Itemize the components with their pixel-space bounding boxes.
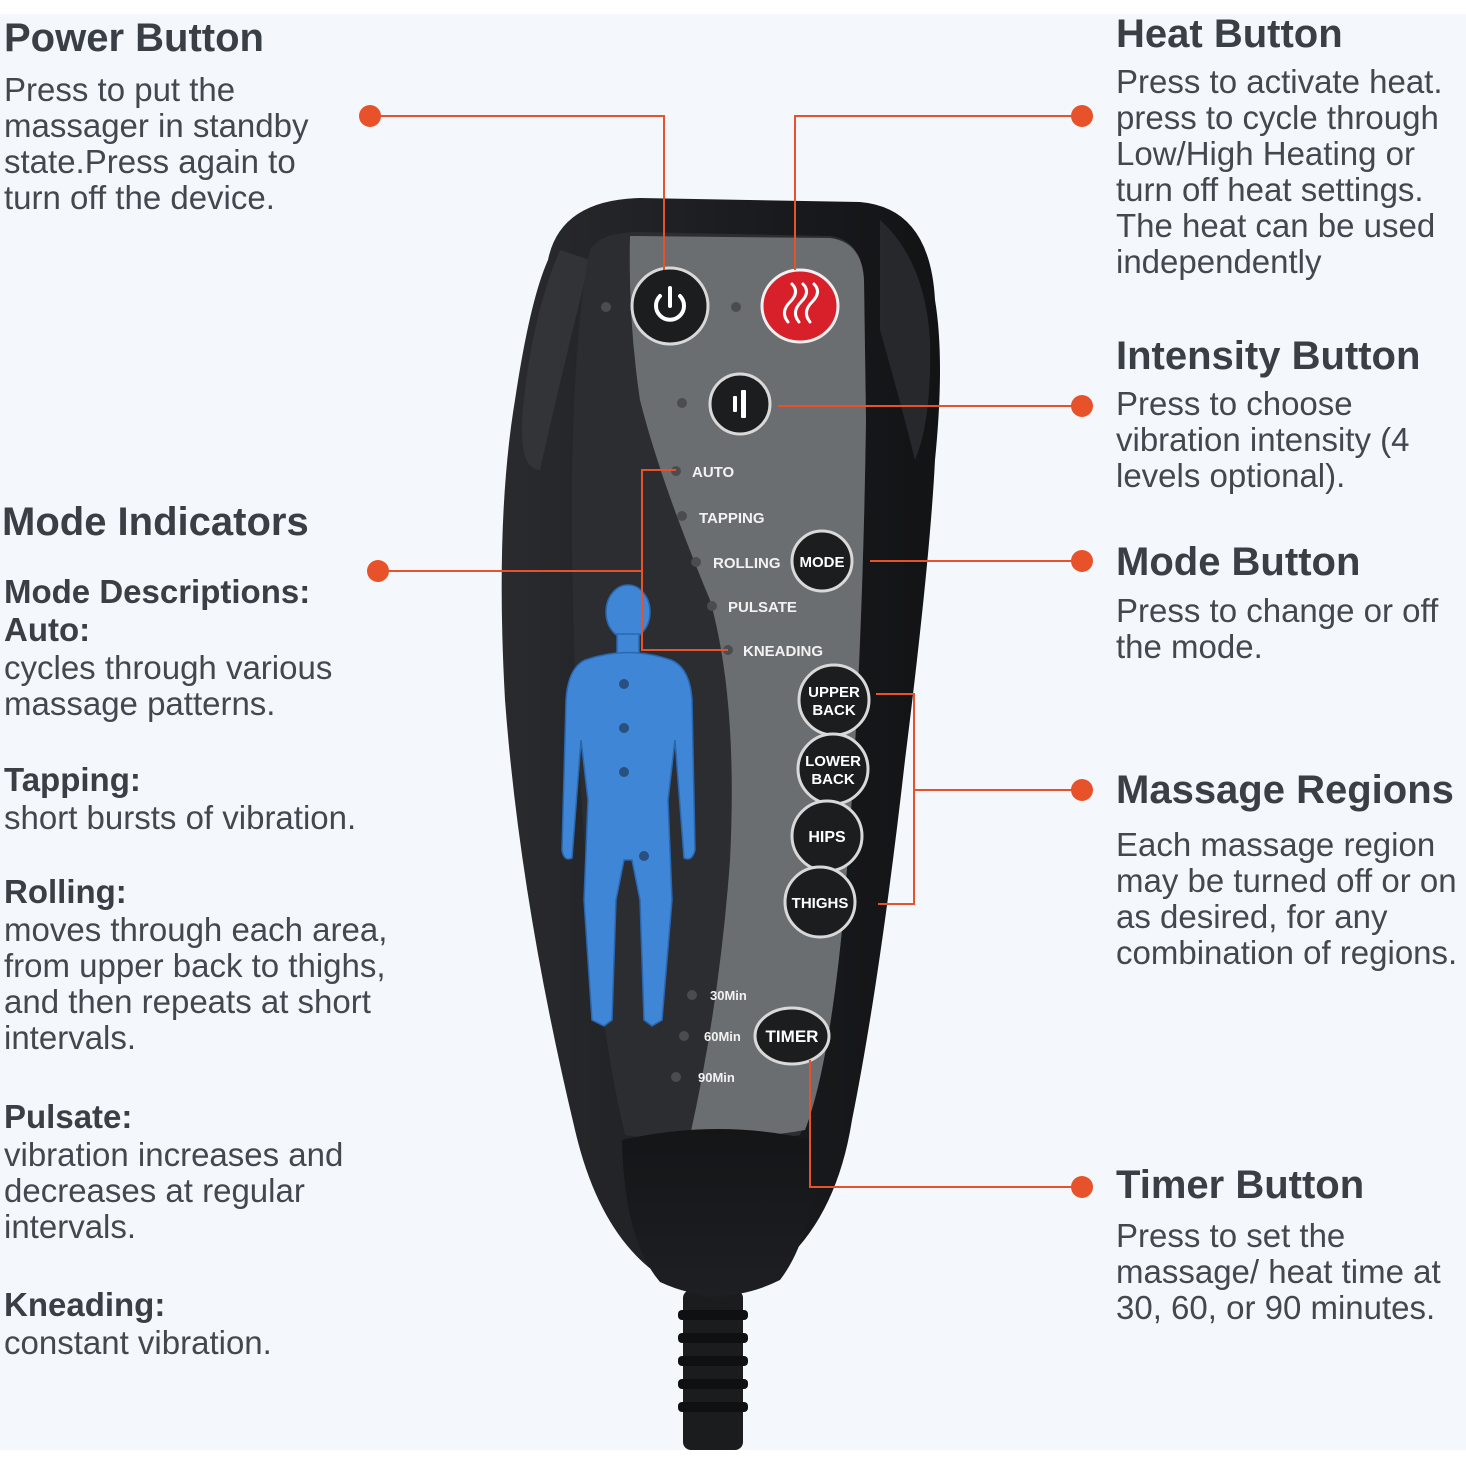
power-button-desc: Press to put the massager in standby sta… (4, 71, 309, 216)
body-figure (561, 584, 696, 1027)
callout-dot-power (359, 105, 381, 127)
thighs-button[interactable]: THIGHS (783, 865, 857, 939)
indicator-leds (601, 302, 741, 1082)
svg-text:BACK: BACK (812, 702, 855, 719)
upper-back-button[interactable]: UPPER BACK (797, 663, 871, 737)
power-button-title: Power Button (4, 16, 264, 60)
svg-text:UPPER: UPPER (808, 684, 860, 701)
mode-pulsate-desc: vibration increases and decreases at reg… (4, 1136, 344, 1245)
mode-rolling-desc: moves through each area, from upper back… (4, 911, 388, 1056)
mode-tapping-name: Tapping: (4, 761, 141, 798)
bottom-border (0, 1450, 1466, 1466)
mode-button[interactable]: MODE (790, 529, 854, 593)
svg-text:THIGHS: THIGHS (792, 895, 849, 912)
mode-kneading-name: Kneading: (4, 1286, 166, 1323)
vibration-intensity-icon (733, 390, 746, 418)
svg-text:HIPS: HIPS (808, 829, 846, 846)
power-button[interactable] (630, 266, 710, 346)
callout-dot-heat (1071, 105, 1093, 127)
bottom-cap (622, 1129, 813, 1296)
callout-dot-mode (1071, 550, 1093, 572)
massage-regions-desc: Each massage region may be turned off or… (1116, 826, 1458, 971)
callout-dot-timer (1071, 1176, 1093, 1198)
intensity-button[interactable] (708, 372, 772, 436)
massage-regions-title: Massage Regions (1116, 768, 1454, 812)
svg-text:BACK: BACK (811, 771, 854, 788)
lower-back-button[interactable]: LOWER BACK (796, 732, 870, 806)
mode-rolling-name: Rolling: (4, 873, 127, 910)
timer-label-30: 30Min (710, 988, 747, 1003)
hips-button[interactable]: HIPS (790, 799, 864, 873)
heat-button-desc: Press to activate heat. press to cycle t… (1116, 63, 1443, 280)
mode-button-desc: Press to change or off the mode. (1116, 592, 1439, 665)
mode-indicators-title: Mode Indicators (2, 500, 309, 544)
timer-button-title: Timer Button (1116, 1163, 1365, 1207)
timer-button[interactable]: TIMER (753, 1006, 831, 1066)
mode-kneading-desc: constant vibration. (4, 1324, 272, 1361)
mode-auto-name: Auto: (4, 611, 91, 648)
callout-dot-intensity (1071, 395, 1093, 417)
intensity-button-desc: Press to choose vibration intensity (4 l… (1116, 385, 1410, 494)
mode-pulsate-name: Pulsate: (4, 1098, 133, 1135)
mode-tapping-desc: short bursts of vibration. (4, 799, 357, 836)
mode-button-title: Mode Button (1116, 540, 1361, 584)
timer-label-90: 90Min (698, 1070, 735, 1085)
mode-auto-desc: cycles through various massage patterns. (4, 649, 333, 722)
heat-button-title: Heat Button (1116, 12, 1343, 56)
heat-waves-icon (783, 282, 819, 324)
intensity-button-title: Intensity Button (1116, 334, 1421, 378)
mode-label-kneading: KNEADING (743, 643, 823, 660)
power-icon (654, 286, 686, 322)
body-points (619, 679, 649, 861)
mode-label-auto: AUTO (692, 464, 735, 481)
callout-lines (370, 115, 1082, 1188)
callout-dot-regions (1071, 779, 1093, 801)
callout-dots (359, 105, 1093, 1198)
timer-label-60: 60Min (704, 1029, 741, 1044)
mode-label-pulsate: PULSATE (728, 599, 797, 616)
callout-dot-mode-indicators (367, 560, 389, 582)
top-border (0, 0, 1466, 14)
mode-label-rolling: ROLLING (713, 555, 781, 572)
heat-button[interactable] (760, 268, 840, 344)
svg-text:LOWER: LOWER (805, 753, 861, 770)
mode-label-tapping: TAPPING (699, 510, 765, 527)
mode-descriptions-title: Mode Descriptions: (4, 573, 311, 610)
timer-button-desc: Press to set the massage/ heat time at 3… (1116, 1217, 1441, 1326)
svg-text:MODE: MODE (800, 554, 845, 571)
cable (678, 1290, 748, 1450)
svg-text:TIMER: TIMER (766, 1027, 819, 1046)
